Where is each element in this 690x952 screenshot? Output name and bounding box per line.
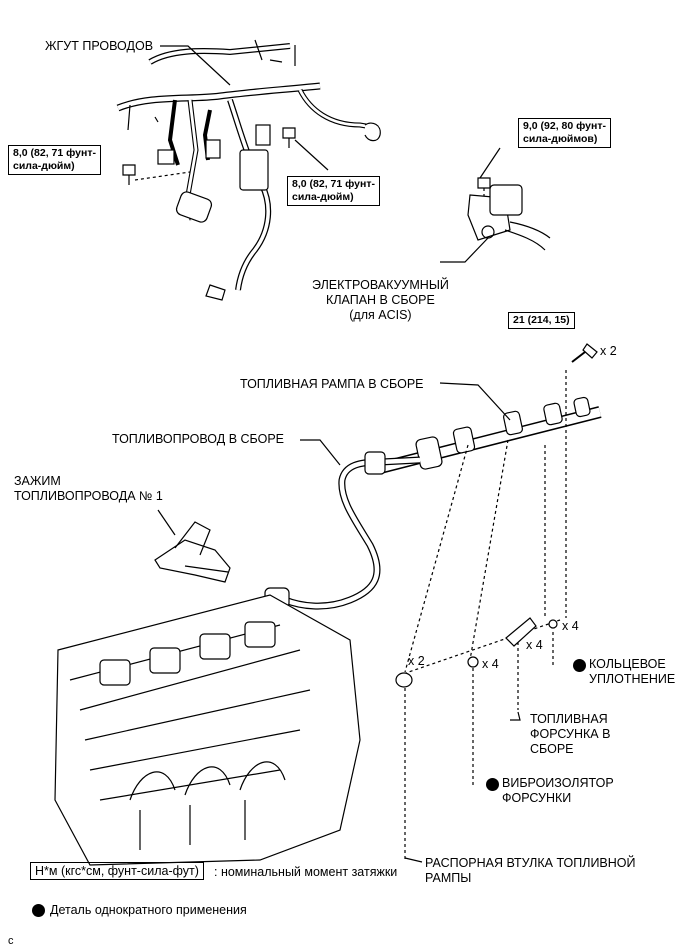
label-insulator-line1: ВИБРОИЗОЛЯТОР (502, 776, 614, 790)
label-injector-line2: ФОРСУНКА В (530, 727, 611, 741)
label-clamp: ЗАЖИМ ТОПЛИВОПРОВОДА № 1 (14, 474, 163, 504)
torque-middle-line2: сила-дюйм) (292, 191, 354, 203)
legend-torque-box: Н*м (кгс*см, фунт-сила-фут) (30, 862, 204, 880)
non-reusable-mark-insulator (486, 778, 499, 791)
label-vsv-line3: (для ACIS) (349, 308, 412, 322)
label-clamp-line2: ТОПЛИВОПРОВОДА № 1 (14, 489, 163, 503)
torque-middle-line1: 8,0 (82, 71 фунт- (292, 178, 375, 190)
label-wire-harness: ЖГУТ ПРОВОДОВ (45, 39, 154, 53)
qty-spacer: x 2 (408, 654, 425, 668)
label-spacer-line1: РАСПОРНАЯ ВТУЛКА ТОПЛИВНОЙ (425, 856, 636, 870)
legend-torque-text: : номинальный момент затяжки (214, 865, 398, 879)
label-injector-line3: СБОРЕ (530, 742, 574, 756)
torque-box-vsv-bolt: 9,0 (92, 80 фунт- сила-дюймов) (518, 118, 611, 148)
fuel-pipe-drawing (264, 451, 421, 610)
harness-bolt-middle (282, 127, 296, 148)
label-clamp-line1: ЗАЖИМ (14, 474, 61, 488)
fuel-pipe-clamp-drawing (154, 521, 231, 583)
torque-box-rail-bolt: 21 (214, 15) (508, 312, 575, 329)
qty-injector: x 4 (526, 638, 543, 652)
label-injector-line1: ТОПЛИВНАЯ (530, 712, 608, 726)
harness-bolt-left (122, 164, 191, 185)
engine-drawing (54, 594, 361, 866)
legend-non-reusable-text: Деталь однократного применения (50, 903, 247, 917)
label-injector: ТОПЛИВНАЯ ФОРСУНКА В СБОРЕ (530, 712, 610, 757)
label-vsv-line1: ЭЛЕКТРОВАКУУМНЫЙ (312, 278, 449, 292)
legend-non-reusable-mark (32, 904, 45, 917)
torque-left-line2: сила-дюйм) (13, 160, 75, 172)
leader-lines (157, 45, 521, 863)
label-o-ring-line1: КОЛЬЦЕВОЕ (589, 657, 666, 671)
small-parts (395, 617, 558, 688)
label-fuel-rail: ТОПЛИВНАЯ РАМПА В СБОРЕ (240, 377, 424, 391)
fuel-rail-bolt (571, 343, 598, 363)
qty-insulator: x 4 (482, 657, 499, 671)
qty-o-ring: x 4 (562, 619, 579, 633)
label-o-ring-line2: УПЛОТНЕНИЕ (589, 672, 676, 686)
dashed-guide-lines (399, 370, 567, 860)
corner-mark: c (8, 935, 14, 947)
label-vsv-line2: КЛАПАН В СБОРЕ (326, 293, 435, 307)
wire-harness-drawing (116, 39, 381, 301)
label-spacer-line2: РАМПЫ (425, 871, 472, 885)
torque-box-left-bolt: 8,0 (82, 71 фунт- сила-дюйм) (8, 145, 101, 175)
torque-box-middle-bolt: 8,0 (82, 71 фунт- сила-дюйм) (287, 176, 380, 206)
label-insulator: ВИБРОИЗОЛЯТОР ФОРСУНКИ (502, 776, 614, 806)
vsv-drawing (467, 177, 551, 251)
label-vsv: ЭЛЕКТРОВАКУУМНЫЙ КЛАПАН В СБОРЕ (для ACI… (312, 278, 449, 323)
label-spacer: РАСПОРНАЯ ВТУЛКА ТОПЛИВНОЙ РАМПЫ (425, 856, 636, 886)
label-o-ring: КОЛЬЦЕВОЕ УПЛОТНЕНИЕ (589, 657, 675, 687)
qty-rail-bolt: x 2 (600, 344, 617, 358)
label-insulator-line2: ФОРСУНКИ (502, 791, 572, 805)
torque-vsv-line1: 9,0 (92, 80 фунт- (523, 120, 606, 132)
label-fuel-pipe: ТОПЛИВОПРОВОД В СБОРЕ (112, 432, 284, 446)
torque-vsv-line2: сила-дюймов) (523, 133, 598, 145)
non-reusable-mark-o-ring (573, 659, 586, 672)
torque-left-line1: 8,0 (82, 71 фунт- (13, 147, 96, 159)
